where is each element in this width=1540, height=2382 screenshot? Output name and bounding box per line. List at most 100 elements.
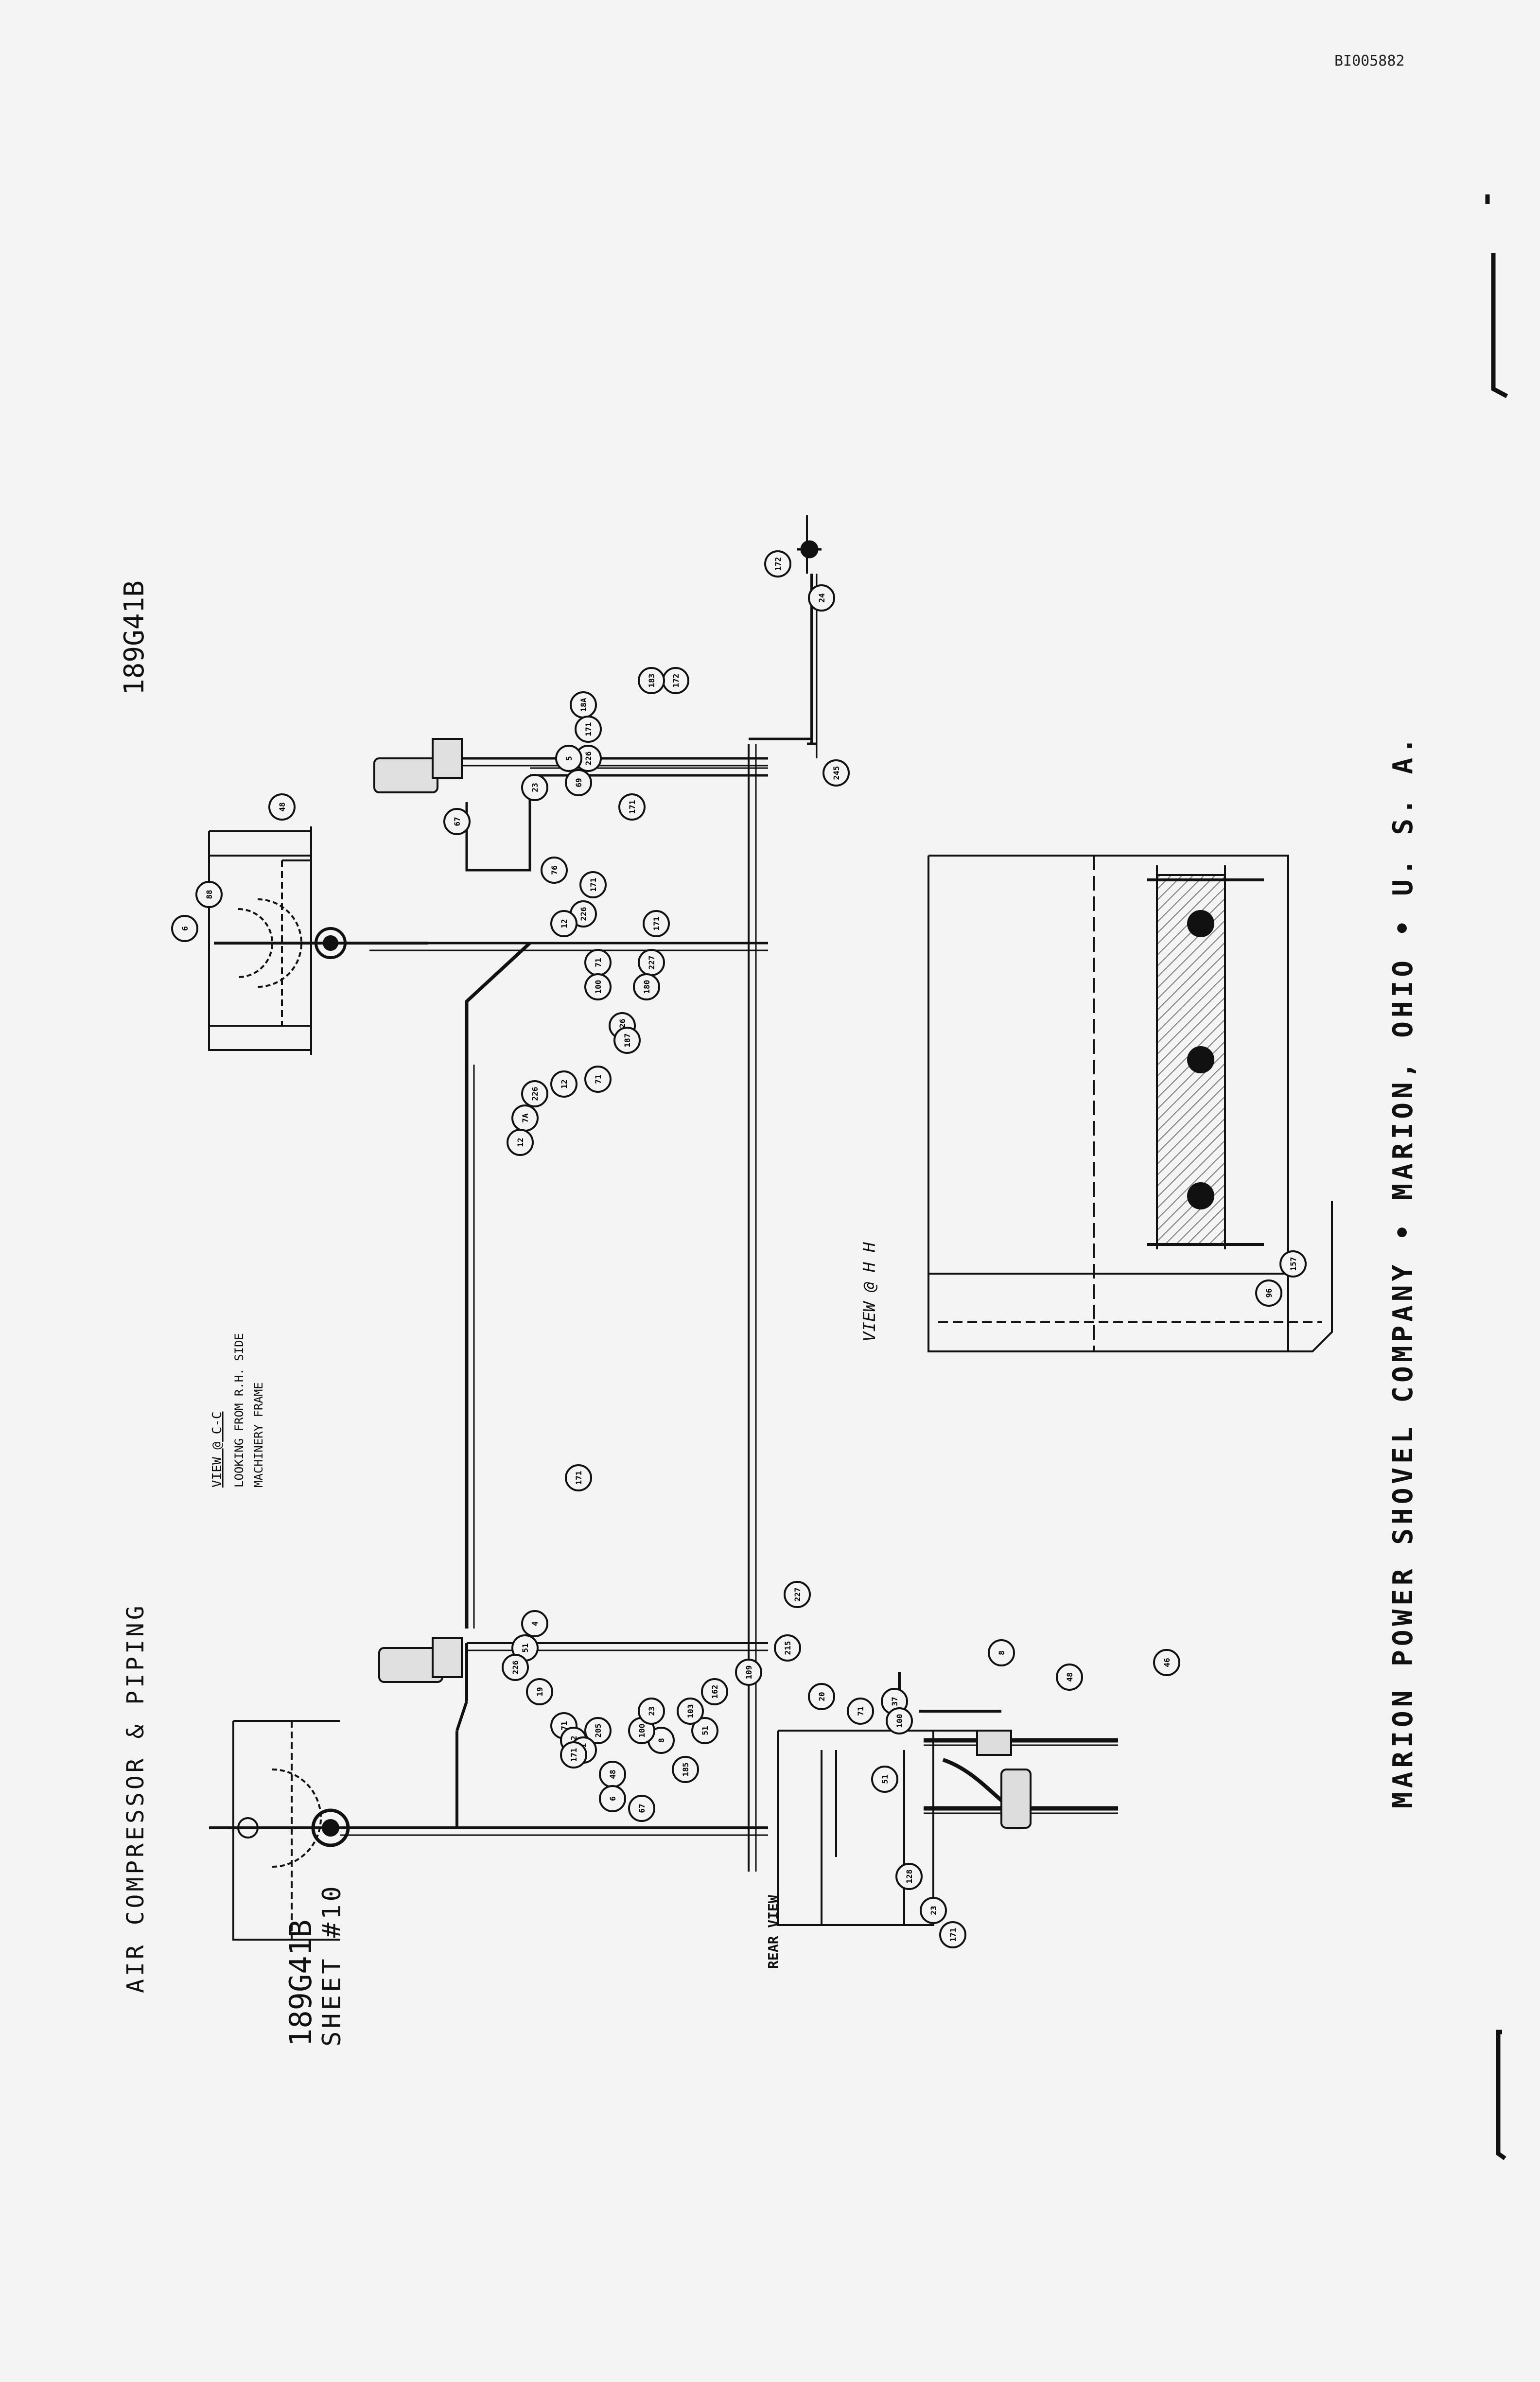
drawing-number-bottom: 189G41B <box>283 1920 318 2047</box>
tank-upper <box>373 738 463 793</box>
upper-part-balloon-label: 23 <box>530 783 540 792</box>
lower-part-balloon <box>521 1610 548 1637</box>
lower-part-balloon <box>526 1678 553 1705</box>
lower-part-balloon-label: 71 <box>560 1721 569 1730</box>
upper-part-balloon <box>507 1129 534 1156</box>
upper-part-balloon-label: 76 <box>550 865 559 875</box>
compressor-upper <box>208 826 428 1055</box>
upper-part-balloon <box>171 915 198 942</box>
upper-part-balloon <box>764 550 791 578</box>
lower-part-balloon <box>895 1863 923 1890</box>
lower-part-balloon <box>502 1654 529 1681</box>
view-cc-title: VIEW @ C-C <box>210 1411 225 1488</box>
lower-part-balloon-label: 215 <box>783 1641 792 1655</box>
lower-part-balloon <box>677 1698 704 1725</box>
lower-part-balloon <box>808 1683 835 1710</box>
upper-part-balloon-label: 88 <box>205 890 214 899</box>
upper-part-balloon-label: 171 <box>584 722 593 736</box>
lower-part-balloon <box>628 1795 655 1822</box>
lower-part-balloon <box>672 1756 699 1783</box>
lower-part-balloon <box>774 1634 801 1662</box>
upper-part-balloon-label: 12 <box>516 1138 525 1147</box>
upper-part-balloon-label: 6 <box>180 926 190 931</box>
upper-part-balloon-label: 48 <box>278 802 287 811</box>
upper-part-balloon-label: 226 <box>579 907 588 921</box>
lower-part-balloon-label: 71 <box>856 1706 865 1716</box>
upper-part-balloon-label: 172 <box>671 674 681 688</box>
lower-part-balloon-label: 226 <box>511 1661 520 1675</box>
upper-part-balloon-label: 227 <box>647 956 656 970</box>
view-hh-drawing <box>928 855 1333 1352</box>
lower-part-balloon-label: 23 <box>929 1906 938 1915</box>
lower-part-balloon-label: 48 <box>608 1769 617 1779</box>
lower-part-balloon <box>920 1897 947 1924</box>
lower-part-balloon <box>565 1464 592 1491</box>
view-hh-title: VIEW @ H H <box>860 1242 879 1342</box>
lower-part-balloon-label: 8 <box>997 1650 1006 1655</box>
tank-lower <box>378 1637 463 1683</box>
lower-part-balloon-label: 51 <box>521 1643 530 1652</box>
lower-part-balloon-label: 100 <box>895 1714 904 1728</box>
lower-part-balloon <box>599 1785 626 1812</box>
upper-part-balloon <box>195 881 223 908</box>
lower-part-balloon-label: 8 <box>657 1738 666 1743</box>
upper-part-balloon-label: 12 <box>560 919 569 928</box>
upper-part-balloon <box>443 808 471 835</box>
lower-part-balloon-label: 205 <box>594 1724 603 1738</box>
lower-part-balloon <box>939 1921 966 1948</box>
upper-part-balloon-label: 5 <box>564 756 574 761</box>
upper-part-balloon <box>638 667 665 694</box>
lower-part-balloon-label: 19 <box>535 1687 544 1696</box>
lower-part-balloon <box>701 1678 728 1705</box>
lower-part-balloon <box>847 1698 874 1725</box>
upper-part-balloon <box>633 973 660 1000</box>
lower-part-balloon-label: 6 <box>608 1796 617 1801</box>
lower-part-balloon <box>784 1581 811 1608</box>
rear-view-drawing <box>777 1672 1118 1926</box>
lower-part-balloon <box>691 1717 718 1744</box>
compressor-lower <box>209 1720 467 1941</box>
upper-part-balloon-label: 7A <box>521 1113 530 1123</box>
lower-part-balloon <box>1153 1649 1180 1676</box>
upper-part-balloon <box>618 793 646 821</box>
upper-part-balloon <box>550 1070 578 1098</box>
upper-part-balloon <box>643 910 670 937</box>
registration-mark-bottom <box>1496 2030 1506 2160</box>
upper-part-balloon-label: 187 <box>623 1033 632 1048</box>
lower-part-balloon-label: 67 <box>637 1804 647 1813</box>
lower-part-balloon-label: 162 <box>710 1685 719 1699</box>
upper-part-balloon <box>575 716 602 743</box>
lower-part-balloon-label: 171 <box>574 1471 583 1485</box>
upper-part-balloon-label: 171 <box>589 878 598 892</box>
sheet-title: AIR COMPRESSOR & PIPING <box>122 1603 149 1993</box>
lower-part-balloon-label: 185 <box>681 1763 690 1777</box>
upper-part-balloon <box>584 1066 612 1093</box>
upper-part-balloon <box>541 857 568 884</box>
upper-part-balloon-label: 12 <box>560 1079 569 1088</box>
lower-part-balloon-label: 227 <box>793 1588 802 1602</box>
upper-part-balloon <box>565 769 592 796</box>
lower-part-balloon <box>1279 1250 1307 1278</box>
upper-part-balloon-label: 245 <box>832 766 841 780</box>
upper-part-balloon-label: 18A <box>579 698 588 712</box>
upper-part-balloon-label: 69 <box>574 778 583 787</box>
lower-part-balloon <box>560 1741 587 1769</box>
upper-part-balloon <box>268 793 296 821</box>
upper-part-balloon-label: 24 <box>817 593 826 602</box>
upper-part-balloon <box>555 745 582 772</box>
lower-part-balloon <box>584 1717 612 1744</box>
upper-part-balloon-label: 180 <box>642 980 651 994</box>
lower-part-balloon-label: 171 <box>569 1748 578 1762</box>
upper-part-balloon <box>579 871 607 898</box>
lower-part-balloon <box>988 1639 1015 1666</box>
lower-part-balloon-label: 48 <box>1065 1672 1074 1681</box>
upper-part-balloon-label: 100 <box>594 980 603 994</box>
upper-part-balloon-label: 171 <box>652 917 661 931</box>
upper-part-balloon <box>584 973 612 1000</box>
lower-part-balloon <box>638 1698 665 1725</box>
registration-mark-top <box>1485 194 1508 398</box>
upper-part-balloon-label: 183 <box>647 674 656 688</box>
lower-part-balloon-label: 37 <box>890 1697 899 1706</box>
